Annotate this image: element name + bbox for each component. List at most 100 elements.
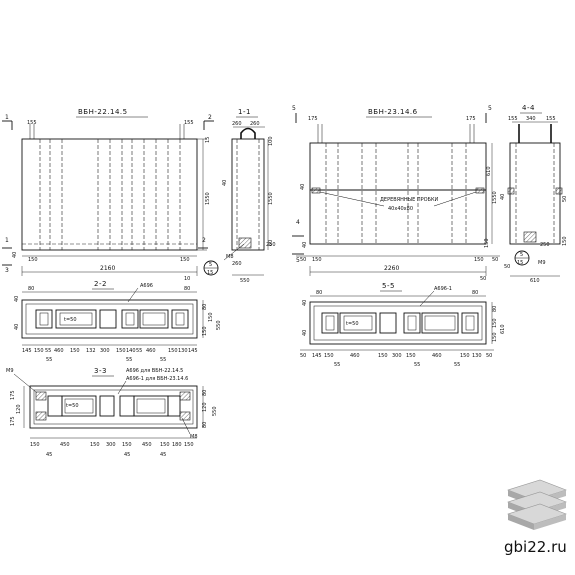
dim-v22-40: 40 (12, 252, 18, 258)
marker-5-bottom-left: 5 (296, 257, 300, 264)
dim-s22-b55b: 55 (136, 348, 142, 354)
dim-s22-bot55b: 55 (126, 357, 132, 363)
dim-v23-150r-bottom: 150 (474, 257, 484, 263)
dim-s55-bot55c: 55 (454, 362, 460, 368)
note-t50-3-3: t=50 (66, 403, 79, 409)
dim-s33-l175b: 175 (10, 416, 16, 426)
dim-s33-l175: 175 (10, 390, 16, 400)
dim-s33-bot45c: 45 (160, 452, 166, 458)
title-5-5: 5-5 (382, 282, 395, 290)
dim-s22-b132: 132 (86, 348, 96, 354)
dim-s33-r550: 550 (212, 406, 218, 416)
note-t50-5-5: t=50 (346, 321, 359, 327)
dim-s55-r610: 610 (500, 324, 506, 334)
dim-v23-50l: 50 (300, 257, 306, 263)
dim-s55-r150b: 150 (492, 332, 498, 342)
dim-v23-150l: 150 (312, 257, 322, 263)
dim-s22-b55: 55 (45, 348, 51, 354)
detail-circle-15: 15 (207, 270, 213, 276)
dim-s33-b150d: 150 (160, 442, 170, 448)
dim-v23-1550: 1550 (492, 191, 498, 204)
lift-loop (240, 127, 256, 139)
dim-v22-15: 15 (205, 137, 211, 143)
marker-3-left: 3 (5, 267, 9, 274)
dim-s55-r150: 150 (492, 318, 498, 328)
dim-s44-155r: 155 (546, 116, 556, 122)
dim-s22-bot55: 55 (46, 357, 52, 363)
stacked-slabs-icon (507, 479, 567, 530)
detail-circle-5: 5 (209, 262, 212, 268)
dim-s44-50: 50 (562, 196, 568, 202)
dim-s55-bot55b: 55 (414, 362, 420, 368)
view-section-3-3: 3-3 А696 для ВБН-22.14.5 А696-1 для ВБН-… (6, 367, 218, 458)
note-m8: М8 (226, 254, 234, 260)
dim-s55-b130: 130 (472, 353, 482, 359)
detail-circle-4-4-5: 5 (520, 252, 523, 258)
site-watermark: gbi22.ru (504, 479, 567, 556)
marker-1-top: 1 (5, 114, 9, 121)
dim-s11-100: 100 (268, 136, 274, 146)
dim-s44-50b: 50 (504, 264, 510, 270)
note-m8-3-3: М8 (190, 434, 198, 440)
dim-s22-l40: 40 (14, 324, 20, 330)
dim-s11-260c: 260 (232, 261, 242, 267)
dim-s22-r550: 550 (216, 320, 222, 330)
dim-s11-260b: 260 (250, 121, 260, 127)
note-ab96-2-2: А696 (140, 283, 153, 289)
dim-v22-1550: 1550 (205, 192, 211, 205)
dim-s33-b150e: 150 (184, 442, 194, 448)
dim-s33-bot45: 45 (46, 452, 52, 458)
dim-s22-r150b: 150 (202, 326, 208, 336)
dim-v22-10: 10 (184, 276, 190, 282)
dim-s44-155l: 155 (508, 116, 518, 122)
marker-5-top-right: 5 (488, 105, 492, 112)
dim-s55-t40: 40 (302, 300, 308, 306)
note-t50-2-2: t=50 (64, 317, 77, 323)
dim-v23-175l: 175 (308, 116, 318, 122)
dim-s33-b150: 150 (30, 442, 40, 448)
dim-s22-b130: 130 (178, 348, 188, 354)
dim-s22-r80: 80 (202, 304, 208, 310)
dim-s33-l120: 120 (16, 404, 22, 414)
title-4-4: 4-4 (522, 104, 535, 112)
dim-v23-150r: 150 (484, 238, 490, 248)
site-name: gbi22.ru (504, 538, 567, 556)
note-ab96-for-22: А696 для ВБН-22.14.5 (126, 368, 183, 374)
detail-circle-4-4-15: 15 (517, 260, 523, 266)
dim-v23-40: 40 (300, 184, 306, 190)
dim-s55-b50: 50 (300, 353, 306, 359)
dim-s33-b150c: 150 (122, 442, 132, 448)
dim-s11-60: 60 (268, 240, 274, 246)
note-wood-plugs-size: 40х40х80 (388, 206, 413, 212)
dim-s22-b150c: 150 (116, 348, 126, 354)
marker-2-top: 2 (208, 114, 212, 121)
dim-s22-b300: 300 (100, 348, 110, 354)
dim-s55-l40: 40 (302, 330, 308, 336)
dim-v23-40b: 40 (302, 242, 308, 248)
marker-2-bottom: 2 (202, 237, 206, 244)
dim-s22-t80: 80 (28, 286, 34, 292)
dim-s22-b150b: 150 (70, 348, 80, 354)
view-section-5-5: 5-5 А696-1 40 80 80 t=50 80 150 150 610 … (300, 282, 506, 368)
view-vbn-22-14-5: ВБН-22.14.5 1 2 155 155 1550 (2, 108, 219, 282)
dim-v23-610: 610 (486, 166, 492, 176)
title-vbn-22: ВБН-22.14.5 (78, 108, 128, 116)
dim-s22-b460b: 460 (146, 348, 156, 354)
marker-4-left: 4 (296, 219, 300, 226)
marker-1-bottom: 1 (5, 237, 9, 244)
dim-v22-155-right: 155 (184, 120, 194, 126)
note-ab96-1-5-5: А696-1 (434, 286, 452, 292)
dim-s33-b180: 180 (172, 442, 182, 448)
note-wood-plugs: ДЕРЕВЯННЫЕ ПРОБКИ (380, 197, 439, 203)
dim-v22-2160: 2160 (100, 265, 115, 272)
title-1-1: 1-1 (238, 108, 251, 116)
note-m9-4-4: М9 (538, 260, 546, 266)
dim-s22-bot55c: 55 (160, 357, 166, 363)
dim-s44-150: 150 (562, 236, 568, 246)
dim-s22-t40: 40 (14, 296, 20, 302)
view-section-1-1: 1-1 260 260 100 1550 60 40 250 М8 260 55… (222, 108, 276, 284)
dim-s33-r120: 120 (202, 402, 208, 412)
note-ab96-1-for-23: А696-1 для ВБН-23.14.6 (126, 376, 188, 382)
dim-s33-b300: 300 (106, 442, 116, 448)
title-vbn-23: ВБН-23.14.6 (368, 108, 418, 116)
